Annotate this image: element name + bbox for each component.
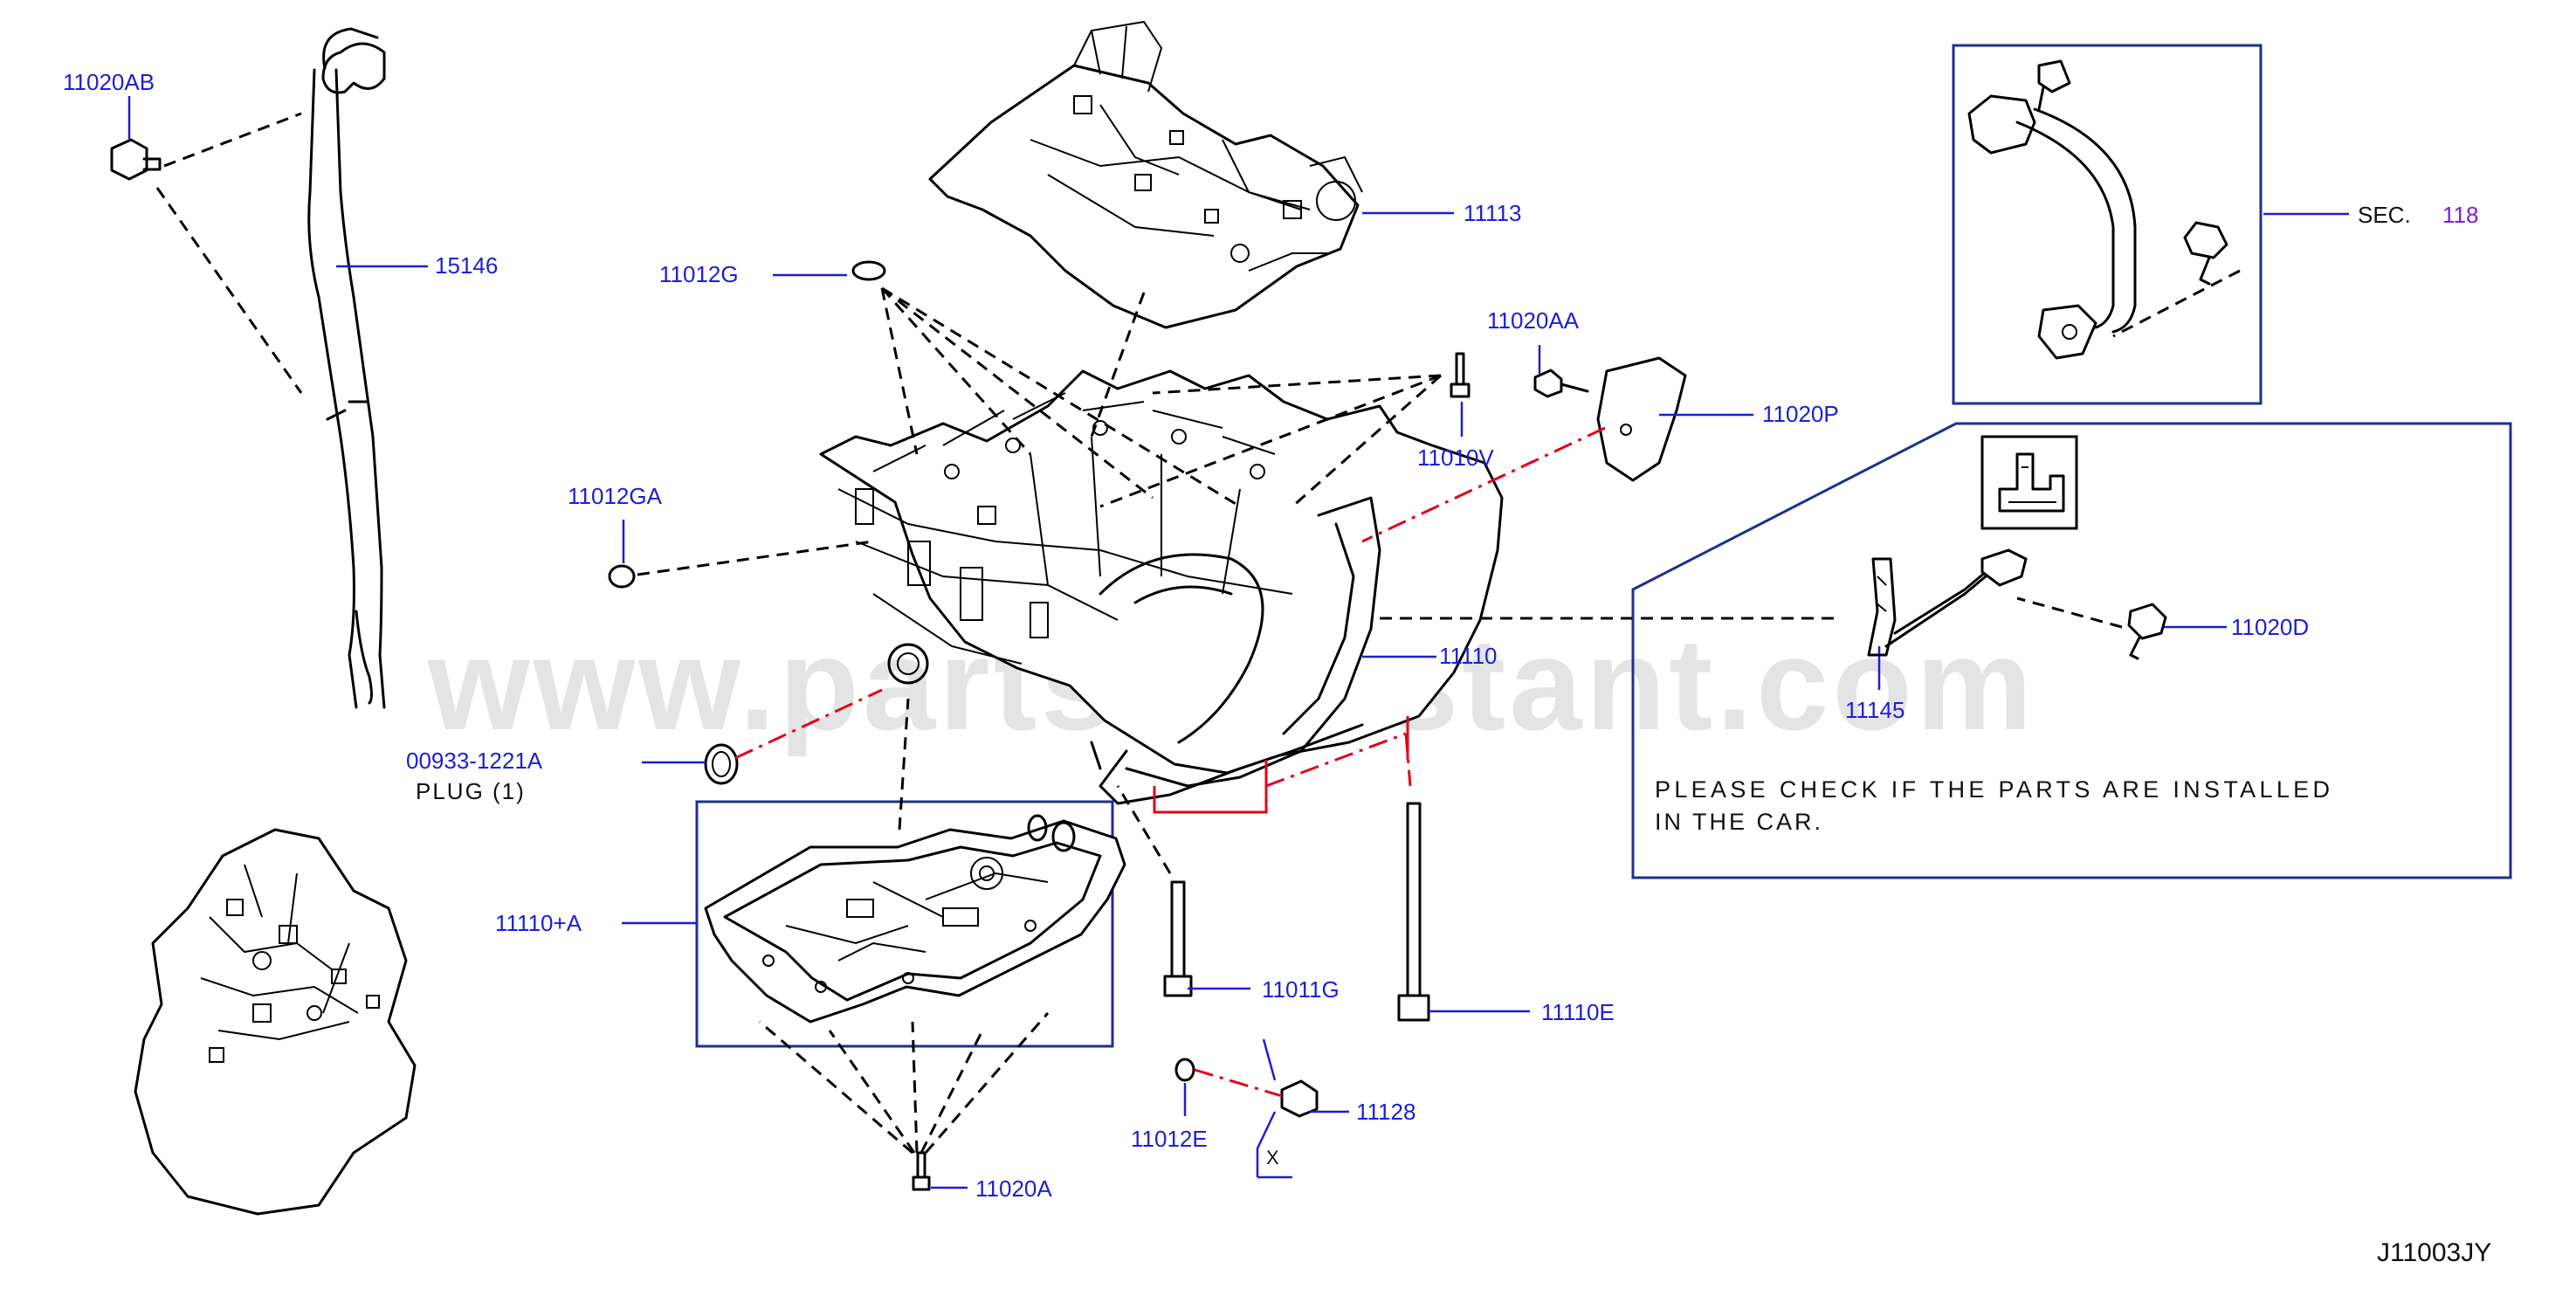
label-15146[interactable]: 15146	[435, 252, 498, 279]
oil-pan-11110a[interactable]	[704, 819, 1126, 1024]
plug-11012ga[interactable]	[608, 564, 636, 589]
reference-lines-red	[734, 426, 1606, 1098]
label-00933-1221a[interactable]: 00933-1221A	[406, 748, 543, 774]
label-11020d[interactable]: 11020D	[2231, 614, 2309, 640]
drain-washer[interactable]	[1027, 814, 1048, 842]
label-11145[interactable]: 11145	[1845, 697, 1904, 723]
label-11012g[interactable]: 11012G	[659, 261, 739, 287]
washer-11012e[interactable]	[1174, 1058, 1195, 1082]
bolt-sec118[interactable]	[2183, 221, 2228, 286]
label-11012ga[interactable]: 11012GA	[568, 483, 663, 509]
oil-pipe-sec118[interactable]	[1967, 59, 2137, 360]
bolt-11110e[interactable]	[1397, 802, 1430, 1022]
bolt-11010v[interactable]	[1450, 352, 1471, 398]
label-plug: PLUG (1)	[416, 778, 526, 804]
label-11110a[interactable]: 11110+A	[495, 910, 582, 936]
label-11020a[interactable]: 11020A	[975, 1175, 1052, 1202]
label-11012e[interactable]: 11012E	[1131, 1126, 1208, 1152]
label-11110[interactable]: 11110	[1439, 643, 1498, 669]
assembly-arrows	[155, 112, 2241, 1155]
ladder-frame-11113[interactable]	[928, 20, 1363, 329]
install-note-line1: PLEASE CHECK IF THE PARTS ARE INSTALLED	[1655, 776, 2332, 803]
vehicle-install-icon	[1980, 435, 2078, 530]
engine-silhouette-icon	[134, 828, 417, 1216]
label-x: X	[1266, 1147, 1279, 1168]
install-note-box	[1631, 422, 2512, 879]
label-11020aa[interactable]: 11020AA	[1487, 307, 1580, 334]
dipstick-15146[interactable]	[307, 27, 386, 709]
washer-11012g[interactable]	[851, 260, 886, 281]
bolt-11020a[interactable]	[912, 1151, 931, 1191]
label-11020p[interactable]: 11020P	[1762, 401, 1839, 427]
install-note-line2: IN THE CAR.	[1655, 809, 1823, 835]
label-11020ab[interactable]: 11020AB	[63, 69, 155, 95]
bracket-11145[interactable]	[1867, 548, 2028, 657]
label-11010v[interactable]: 11010V	[1417, 445, 1494, 471]
label-11011g[interactable]: 11011G	[1262, 976, 1340, 1003]
label-sec: SEC.	[2358, 202, 2411, 228]
leader-lines	[127, 96, 2349, 1189]
diagram-code: J11003JY	[2377, 1238, 2491, 1267]
bracket-11020p[interactable]	[1596, 356, 1687, 482]
sec-118-box	[1952, 44, 2263, 405]
bolt-11011g[interactable]	[1163, 880, 1193, 997]
bolt-11020d[interactable]	[2127, 603, 2167, 660]
label-11128[interactable]: 11128	[1356, 1099, 1415, 1125]
drain-plug[interactable]	[1051, 821, 1076, 852]
bolt-11020aa[interactable]	[1533, 369, 1589, 398]
label-11110e[interactable]: 11110E	[1541, 999, 1615, 1025]
label-sec-118[interactable]: 118	[2442, 202, 2478, 228]
seal-00933-1221a[interactable]	[704, 743, 739, 785]
plug-11128[interactable]	[1280, 1079, 1319, 1118]
label-11113[interactable]: 11113	[1464, 200, 1522, 226]
bolt-11020ab[interactable]	[110, 138, 162, 181]
